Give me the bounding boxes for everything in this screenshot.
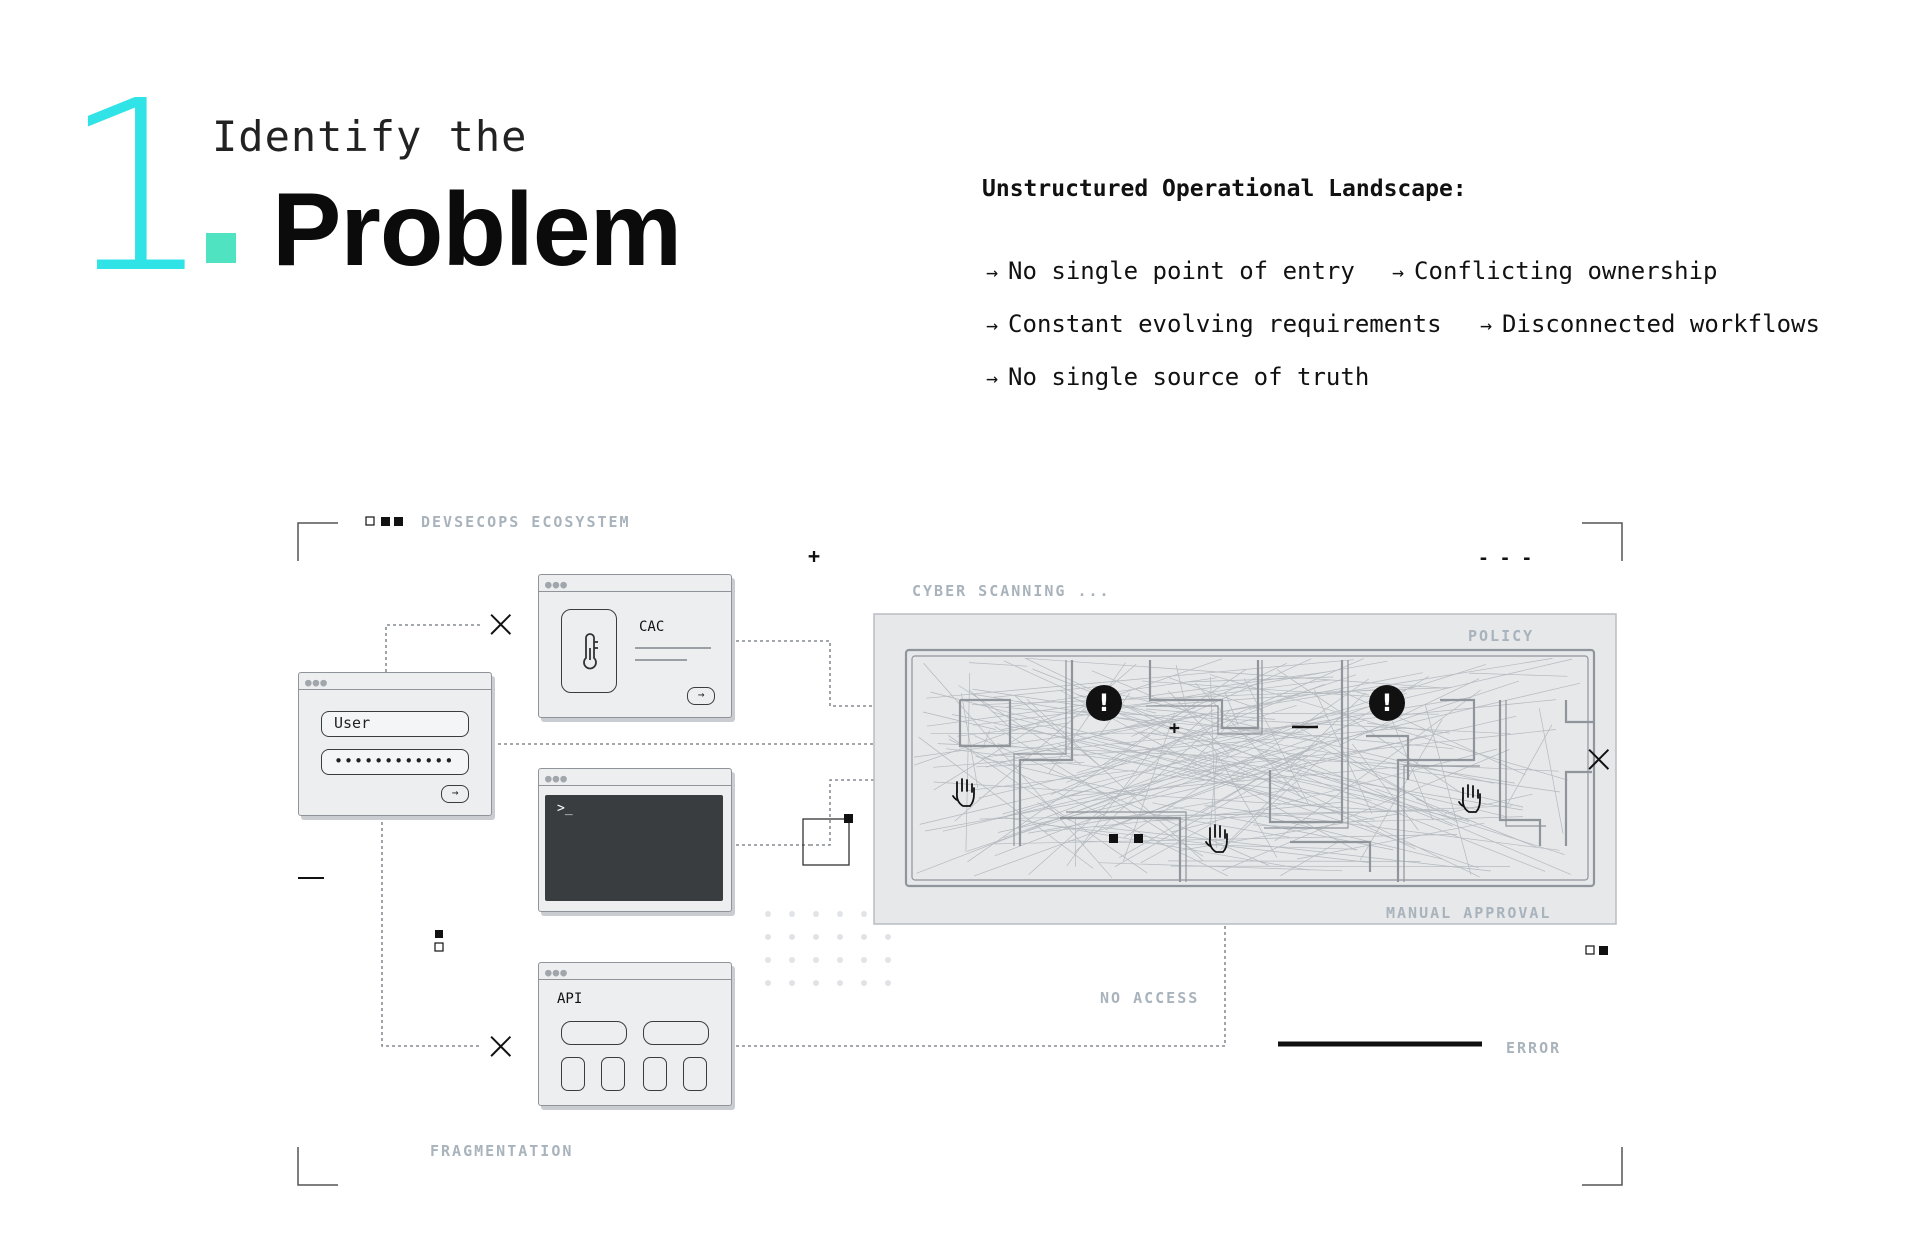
square-filled-icon bbox=[1134, 834, 1143, 843]
close-icon: × bbox=[484, 1023, 518, 1069]
error-label: ERROR bbox=[1506, 1039, 1562, 1057]
square-filled-icon bbox=[394, 517, 403, 526]
terminal-prompt: >_ bbox=[557, 801, 573, 816]
api-label: API bbox=[557, 991, 583, 1007]
square-filled-icon bbox=[1599, 946, 1608, 955]
login-submit-button[interactable]: → bbox=[441, 785, 469, 803]
api-endpoint-button[interactable] bbox=[643, 1021, 709, 1045]
terminal-screen[interactable]: >_ bbox=[545, 795, 723, 901]
close-icon: × bbox=[1582, 736, 1616, 782]
maze-panel bbox=[873, 613, 1617, 925]
bullet-item: →Constant evolving requirements bbox=[986, 310, 1442, 338]
dot-grid bbox=[765, 911, 891, 986]
api-block[interactable] bbox=[643, 1057, 667, 1091]
username-field[interactable]: User bbox=[321, 711, 469, 737]
api-window: ●●● API bbox=[538, 962, 732, 1106]
cac-window: ●●● CAC → bbox=[538, 574, 732, 718]
alert-icon bbox=[1369, 685, 1405, 721]
alert-icon-glyph: ! bbox=[1381, 689, 1393, 717]
arrow-right-icon: → bbox=[1392, 260, 1405, 284]
window-controls: ●●● bbox=[545, 772, 568, 785]
arrow-right-icon: → bbox=[1480, 313, 1493, 337]
bullet-item: →Disconnected workflows bbox=[1480, 310, 1820, 338]
thermometer-icon bbox=[583, 633, 598, 670]
step-number: 1 bbox=[62, 50, 212, 325]
dotted-connectors bbox=[381, 624, 1226, 1047]
hand-stop-icon bbox=[1458, 784, 1481, 813]
api-block[interactable] bbox=[561, 1057, 585, 1091]
arrow-right-icon: → bbox=[986, 313, 999, 337]
alert-icon bbox=[1086, 685, 1122, 721]
text-line bbox=[635, 647, 711, 649]
square-filled-icon bbox=[1109, 834, 1118, 843]
maze-walls bbox=[904, 648, 1596, 888]
bullet-item: →No single point of entry bbox=[986, 257, 1355, 285]
password-field[interactable]: •••••••••••• bbox=[321, 749, 469, 775]
square-outline-icon bbox=[434, 942, 444, 952]
square-filled-icon bbox=[435, 930, 443, 938]
terminal-window: ●●● >_ bbox=[538, 768, 732, 912]
window-controls: ●●● bbox=[305, 676, 328, 689]
api-block[interactable] bbox=[683, 1057, 707, 1091]
manual-approval-label: MANUAL APPROVAL bbox=[1386, 904, 1552, 922]
landscape-heading: Unstructured Operational Landscape: bbox=[982, 176, 1467, 202]
frame-corners bbox=[297, 522, 1623, 1186]
arrow-right-icon: → bbox=[986, 366, 999, 390]
fragmentation-label: FRAGMENTATION bbox=[430, 1142, 574, 1160]
bullet-item: →No single source of truth bbox=[986, 363, 1370, 391]
step-number-dot bbox=[206, 233, 236, 263]
plus-icon: + bbox=[1169, 718, 1180, 739]
section-title: Problem bbox=[272, 172, 682, 288]
login-window: ●●● User •••••••••••• → bbox=[298, 672, 492, 816]
square-outline-icon bbox=[365, 516, 375, 526]
bullet-item: →Conflicting ownership bbox=[1392, 257, 1718, 285]
hand-stop-icon bbox=[1205, 824, 1228, 853]
square-outline-icon bbox=[1585, 945, 1595, 955]
plus-icon: + bbox=[808, 544, 821, 568]
api-block[interactable] bbox=[601, 1057, 625, 1091]
connector-node bbox=[802, 818, 850, 866]
cac-submit-button[interactable]: → bbox=[687, 687, 715, 705]
close-icon: × bbox=[484, 601, 518, 647]
api-endpoint-button[interactable] bbox=[561, 1021, 627, 1045]
square-filled-icon bbox=[844, 814, 853, 823]
scanning-label: CYBER SCANNING ... bbox=[912, 582, 1111, 600]
cac-card bbox=[561, 609, 617, 693]
ecosystem-label: DEVSECOPS ECOSYSTEM bbox=[421, 513, 631, 531]
arrow-right-icon: → bbox=[986, 260, 999, 284]
no-access-label: NO ACCESS bbox=[1100, 989, 1200, 1007]
text-line bbox=[635, 659, 687, 661]
window-controls: ●●● bbox=[545, 578, 568, 591]
hand-stop-icon bbox=[952, 778, 975, 807]
square-filled-icon bbox=[381, 517, 390, 526]
window-controls: ●●● bbox=[545, 966, 568, 979]
cac-label: CAC bbox=[639, 619, 665, 635]
dashes-mark: - - - bbox=[1478, 548, 1533, 569]
section-subtitle: Identify the bbox=[212, 112, 528, 161]
alert-icon-glyph: ! bbox=[1098, 689, 1110, 717]
policy-label: POLICY bbox=[1468, 627, 1535, 645]
